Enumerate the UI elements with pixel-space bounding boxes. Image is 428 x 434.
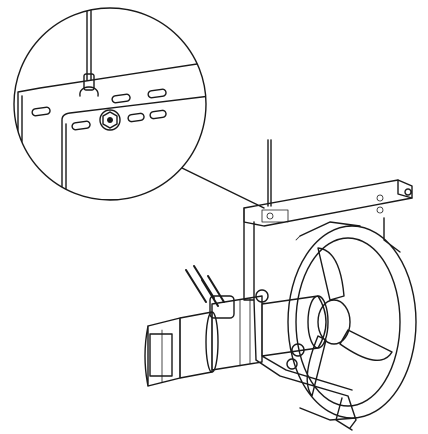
lower-support [253,299,357,431]
back-plate [17,61,206,200]
lifting-bracket [243,179,413,301]
front-plate-slots [71,109,167,131]
propeller-blades [306,247,393,397]
coupling [179,311,219,379]
end-cap [144,317,181,387]
detail-magnifier [13,7,207,201]
propeller-hub [317,299,351,345]
bolt-nut [99,109,121,131]
front-plate [61,95,206,200]
cable-entries [185,265,235,319]
shackle-loop [79,86,99,97]
leader-line [181,167,265,209]
back-plate-slots [31,88,167,117]
propeller-ring [287,221,417,421]
motor-housing [211,289,329,371]
cable-ferrule [83,73,95,91]
